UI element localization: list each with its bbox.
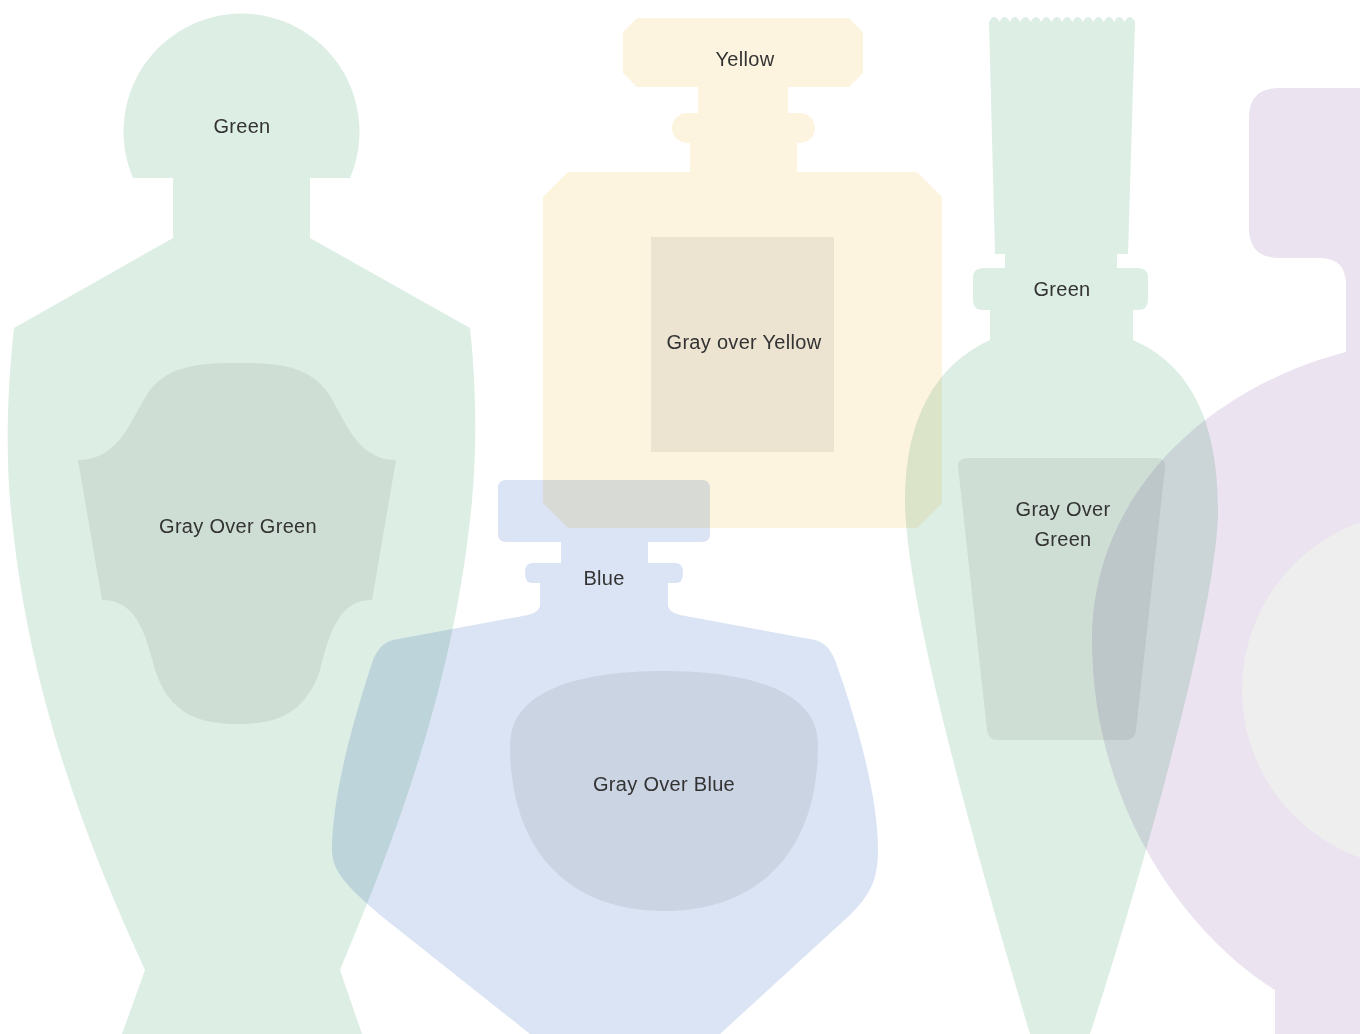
- bottle-shape: [543, 18, 942, 528]
- gray-inset: [1242, 512, 1360, 868]
- bottle-shape: [510, 671, 818, 911]
- bottle-label: Gray Over Green: [1003, 494, 1123, 554]
- gray-label-panel: Gray Over Blue: [510, 671, 818, 911]
- bottle-label: Green: [1002, 274, 1122, 304]
- bottle-shape: [332, 480, 878, 1034]
- gray-label-panel: Gray Over Green: [958, 458, 1166, 740]
- yellow-bottle: YellowGray over Yellow: [543, 18, 942, 528]
- bottle-shape: [958, 458, 1165, 740]
- bottle-label: Yellow: [685, 44, 805, 74]
- blue-bottle: BlueGray Over Blue: [332, 480, 878, 1034]
- bottle-label: Gray Over Green: [128, 511, 348, 541]
- bottle-label: Green: [182, 111, 302, 141]
- bottle-outline: [78, 363, 396, 724]
- bottle-shape: [905, 17, 1218, 1034]
- green-bottle: GreenGray Over Green: [905, 15, 1218, 1034]
- gray-label-panel: Gray Over Green: [78, 363, 396, 724]
- bottle-shape: [78, 363, 396, 724]
- bottle-label: Blue: [554, 563, 654, 593]
- bottle-label: Gray Over Blue: [554, 769, 774, 799]
- bottle-label: Gray over Yellow: [644, 327, 844, 357]
- gray-label-panel: Gray over Yellow: [651, 237, 834, 452]
